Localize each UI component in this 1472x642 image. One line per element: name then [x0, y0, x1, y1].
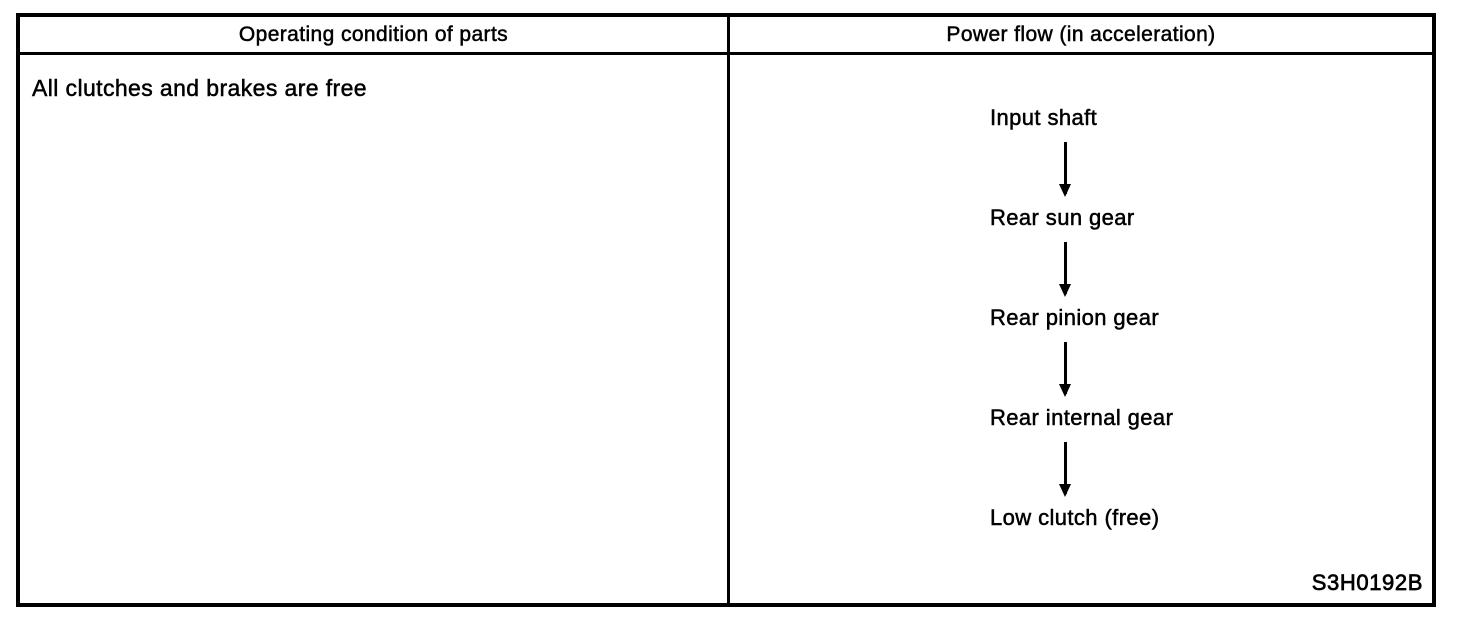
operating-condition-text: All clutches and brakes are free: [32, 75, 367, 102]
power-flow-diagram: Input shaft Rear sun gear Rear pinion ge…: [730, 55, 1432, 531]
header-power-flow: Power flow (in acceleration): [946, 22, 1216, 46]
operating-condition-cell: All clutches and brakes are free: [20, 55, 730, 603]
flow-step-rear-pinion-gear: Rear pinion gear: [990, 305, 1160, 331]
table-header-row: Operating condition of parts Power flow …: [20, 17, 1432, 55]
down-arrow-icon: [1059, 442, 1071, 497]
down-arrow-icon: [1059, 142, 1071, 197]
flow-step-rear-internal-gear: Rear internal gear: [990, 405, 1174, 431]
header-operating-condition: Operating condition of parts: [20, 17, 730, 52]
flow-step-input-shaft: Input shaft: [990, 105, 1098, 131]
flow-step-rear-sun-gear: Rear sun gear: [990, 205, 1135, 231]
power-flow-table: Operating condition of parts Power flow …: [16, 13, 1436, 607]
flow-step-low-clutch: Low clutch (free): [990, 505, 1160, 531]
down-arrow-icon: [1059, 242, 1071, 297]
down-arrow-icon: [1059, 342, 1071, 397]
power-flow-cell: Input shaft Rear sun gear Rear pinion ge…: [730, 55, 1432, 603]
table-body-row: All clutches and brakes are free Input s…: [20, 55, 1432, 603]
figure-code: S3H0192B: [1311, 570, 1423, 596]
